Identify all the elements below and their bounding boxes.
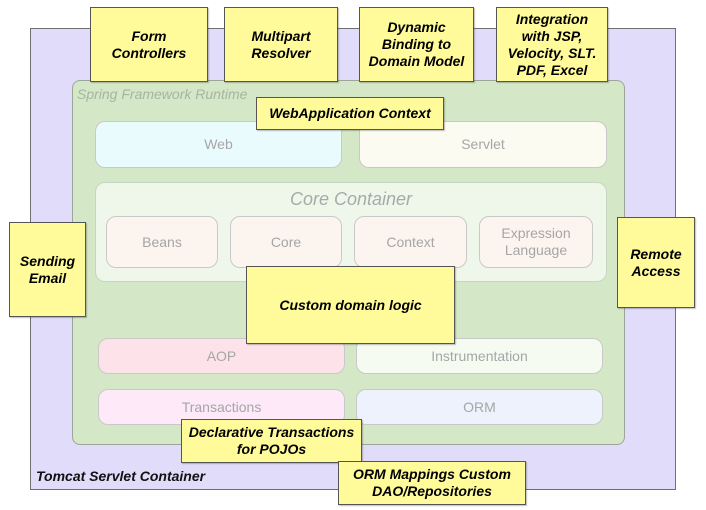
instrumentation-module: Instrumentation [356,338,603,374]
core-container-title: Core Container [289,189,413,209]
aop-module: AOP [98,338,345,374]
runtime-label: Spring Framework Runtime [77,86,248,102]
expression-language-module: Expression Language [479,216,593,268]
core-module: Core [230,216,342,268]
note-dynamic-binding: Dynamic Binding to Domain Model [359,7,474,82]
note-integration: Integration with JSP, Velocity, SLT. PDF… [496,7,608,82]
note-sending-email: Sending Email [9,222,86,317]
orm-module: ORM [356,389,603,425]
note-orm-mappings: ORM Mappings Custom DAO/Repositories [338,461,526,505]
note-declarative-transactions: Declarative Transactions for POJOs [181,419,362,463]
context-module: Context [354,216,467,268]
tomcat-label: Tomcat Servlet Container [36,468,206,484]
note-multipart-resolver: Multipart Resolver [224,7,338,82]
web-module: Web [95,121,342,168]
note-custom-domain-logic: Custom domain logic [246,266,455,344]
note-webapplication-context: WebApplication Context [256,97,444,130]
note-form-controllers: Form Controllers [90,7,208,82]
beans-module: Beans [106,216,218,268]
note-remote-access: Remote Access [617,217,695,308]
